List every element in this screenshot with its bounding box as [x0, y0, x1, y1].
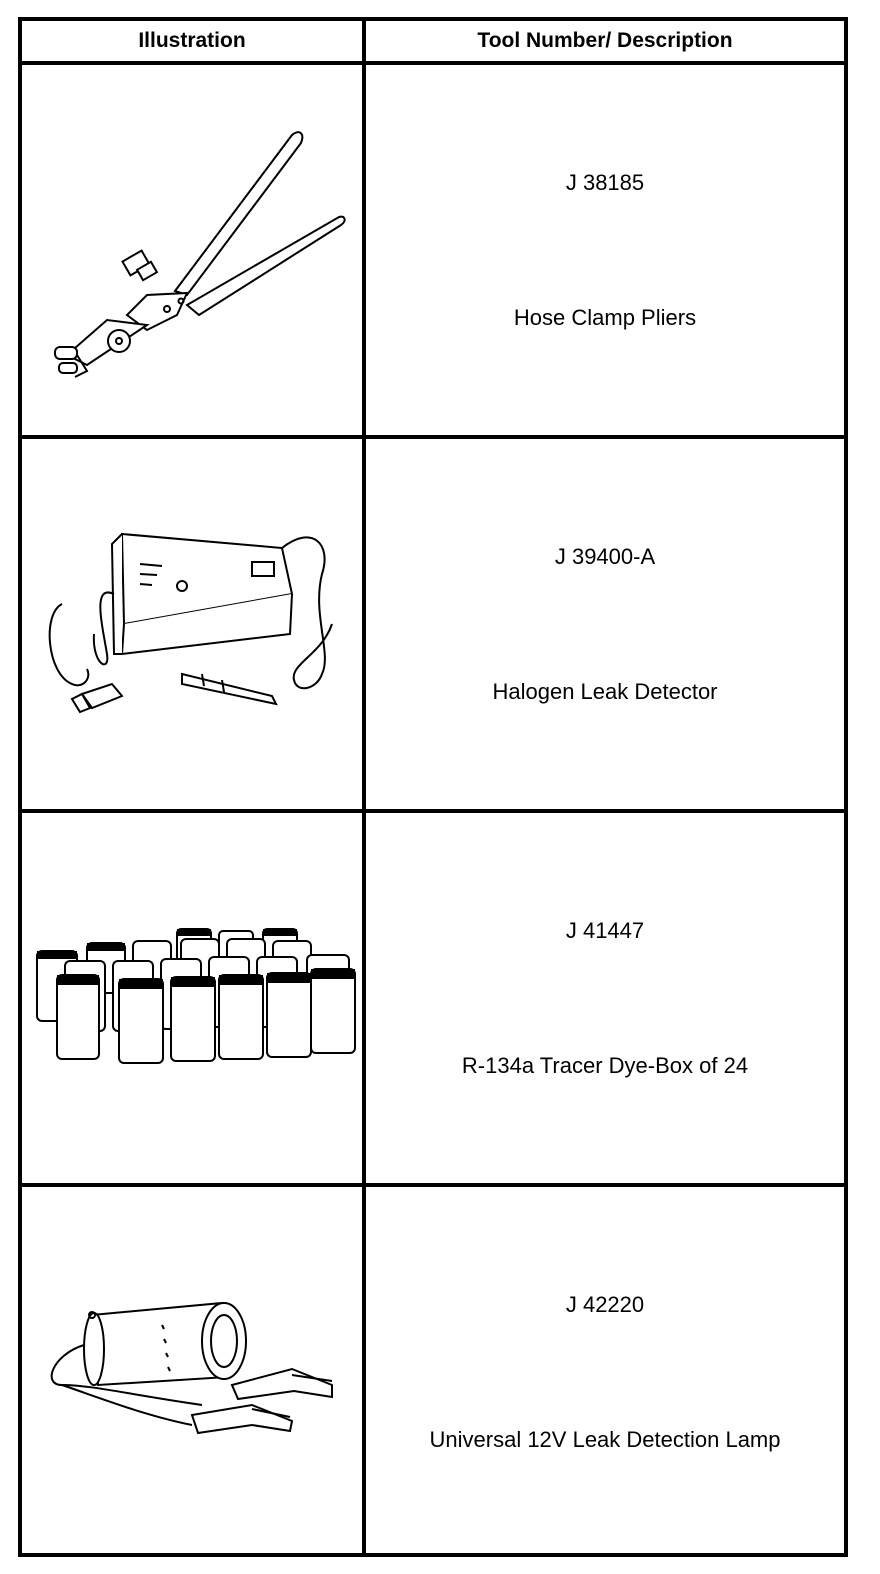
header-divider: [22, 61, 844, 65]
tool-description: R-134a Tracer Dye-Box of 24: [461, 1053, 749, 1078]
tool-table: Illustration Tool Number/ Description: [18, 17, 848, 1557]
table-row: J 41447 R-134a Tracer Dye-Box of 24: [22, 813, 844, 1183]
table-row: J 38185 Hose Clamp Pliers: [22, 65, 844, 435]
illustration-cell: [22, 439, 362, 809]
tool-number: J 38185: [565, 170, 645, 195]
header-illustration: Illustration: [138, 29, 246, 52]
tracer-dye-bottles-icon: [36, 928, 356, 1064]
table-row: J 39400-A Halogen Leak Detector: [22, 439, 844, 809]
header-tool-description: Tool Number/ Description: [477, 29, 733, 52]
table-row: J 42220 Universal 12V Leak Detection Lam…: [22, 1187, 844, 1553]
illustration-cell: [22, 1187, 362, 1553]
tool-number: J 39400-A: [554, 544, 656, 569]
hose-clamp-pliers-icon: [54, 131, 346, 378]
column-divider: [362, 21, 366, 1553]
tool-description: Hose Clamp Pliers: [513, 305, 697, 330]
halogen-leak-detector-icon: [48, 532, 333, 714]
tool-number: J 42220: [565, 1292, 645, 1317]
illustration-cell: [22, 813, 362, 1183]
illustration-cell: [22, 65, 362, 435]
tool-number: J 41447: [565, 918, 645, 943]
tool-description: Universal 12V Leak Detection Lamp: [429, 1427, 781, 1452]
row-divider: [22, 809, 844, 813]
row-divider: [22, 435, 844, 439]
tool-description: Halogen Leak Detector: [492, 679, 718, 704]
leak-detection-lamp-icon: [50, 1301, 333, 1435]
row-divider: [22, 1183, 844, 1187]
